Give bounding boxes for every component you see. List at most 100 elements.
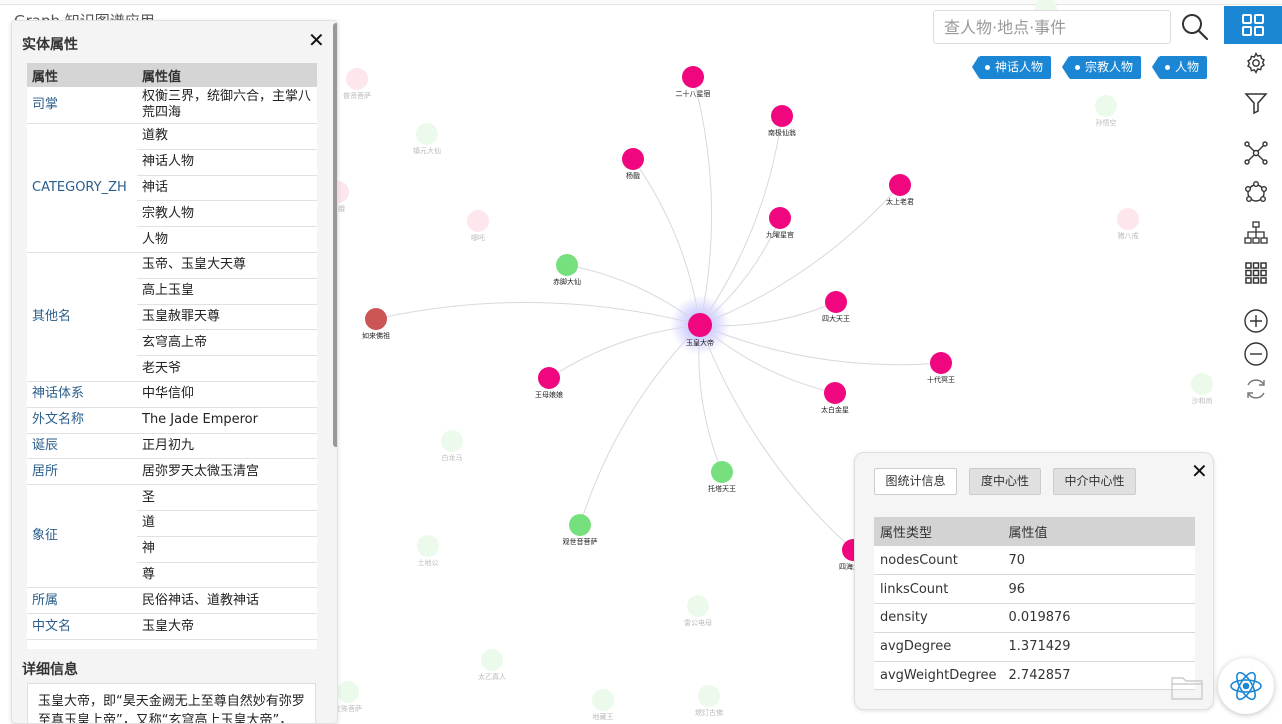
stats-value: 70 (1002, 546, 1195, 576)
table-row: 司掌权衡三界，统御六合，主掌八荒四海 (27, 87, 317, 124)
node-label: 十代冥王 (927, 375, 955, 384)
graph-edge (699, 115, 783, 326)
attr-panel-scrollbar[interactable] (333, 23, 337, 447)
stats-header-value: 属性值 (1002, 517, 1195, 546)
graph-node[interactable] (825, 291, 847, 313)
faded-node-label: 嫦娥 (331, 204, 345, 213)
settings-gear-icon[interactable] (1239, 48, 1273, 78)
graph-edge (699, 217, 781, 326)
faded-node-label: 哪吒 (471, 233, 485, 242)
network-layout-icon[interactable] (1239, 138, 1273, 168)
graph-node[interactable] (771, 105, 793, 127)
folder-icon[interactable] (1170, 672, 1204, 706)
stats-panel-close-icon[interactable]: ✕ (1191, 459, 1208, 483)
faded-node[interactable] (687, 595, 709, 617)
faded-node[interactable] (337, 681, 359, 703)
faded-node[interactable] (416, 123, 438, 145)
graph-node[interactable] (538, 367, 560, 389)
graph-node[interactable] (682, 66, 704, 88)
filter-icon[interactable] (1239, 88, 1273, 118)
grid-menu-icon[interactable] (1224, 6, 1282, 44)
table-row: 玉皇赦罪天尊 (27, 304, 317, 331)
attr-value: 神话 (137, 175, 317, 202)
attr-key: 司掌 (27, 87, 137, 124)
refresh-icon[interactable] (1239, 374, 1273, 404)
faded-node[interactable] (481, 649, 503, 671)
stats-value: 2.742857 (1002, 661, 1195, 691)
faded-node-label: 文殊菩萨 (334, 704, 362, 713)
faded-node-label: 镇元大仙 (413, 146, 441, 155)
attr-value: 权衡三界，统御六合，主掌八荒四海 (137, 87, 317, 124)
faded-node[interactable] (1095, 95, 1117, 117)
graph-node[interactable] (569, 514, 591, 536)
faded-node-label: 沙和尚 (1192, 396, 1213, 405)
attr-key: 神话体系 (27, 381, 137, 408)
attr-panel-close-icon[interactable]: ✕ (308, 28, 325, 52)
legend-tag-religion[interactable]: 宗教人物 (1061, 56, 1142, 79)
table-row: 中文名玉皇大帝 (27, 613, 317, 640)
graph-edge (632, 158, 701, 326)
attr-value: 正月初九 (137, 433, 317, 460)
graph-node[interactable] (930, 352, 952, 374)
zoom-out-icon[interactable] (1239, 339, 1273, 369)
attr-panel-title: 实体属性 (22, 37, 78, 53)
graph-node[interactable] (365, 308, 387, 330)
graph-edge (579, 324, 701, 526)
graph-node[interactable] (622, 148, 644, 170)
center-node[interactable] (688, 313, 712, 337)
stats-key: avgDegree (874, 632, 1003, 662)
graph-node[interactable] (556, 254, 578, 276)
attr-value: 玉帝、玉皇大天尊 (137, 252, 317, 279)
attr-key: 外文名称 (27, 407, 137, 434)
node-label: 托塔天王 (708, 484, 736, 493)
node-label: 二十八星宿 (676, 89, 711, 98)
faded-node[interactable] (1191, 373, 1213, 395)
stats-table-header: 属性类型 属性值 (874, 517, 1195, 546)
grid-layout-icon[interactable] (1239, 258, 1273, 288)
search-icon[interactable] (1180, 12, 1210, 42)
tree-layout-icon[interactable] (1239, 218, 1273, 248)
faded-node[interactable] (698, 685, 720, 707)
attr-table-header: 属性 属性值 (27, 63, 317, 87)
table-row: 神话体系中华信仰 (27, 381, 317, 408)
attr-value: 玉皇赦罪天尊 (137, 304, 317, 331)
faded-node-label: 地藏王 (593, 712, 614, 721)
faded-node[interactable] (592, 689, 614, 711)
faded-node[interactable] (467, 210, 489, 232)
stats-key: linksCount (874, 574, 1003, 605)
zoom-in-icon[interactable] (1239, 306, 1273, 336)
graph-edge (699, 184, 901, 326)
node-label: 赤脚大仙 (553, 277, 581, 286)
attr-key: CATEGORY_ZH (27, 123, 137, 253)
faded-node[interactable] (346, 68, 368, 90)
tab-degree-centrality[interactable]: 度中心性 (969, 468, 1041, 495)
stats-key: nodesCount (874, 546, 1003, 576)
node-label: 王母娘娘 (535, 390, 563, 399)
faded-node[interactable] (417, 535, 439, 557)
tab-betweenness-centrality[interactable]: 中介中心性 (1053, 468, 1136, 495)
detail-text[interactable]: 玉皇大帝，即“昊天金阙无上至尊自然妙有弥罗至真玉皇上帝”，又称“玄穹高上玉皇大帝… (27, 683, 316, 723)
attr-key: 所属 (27, 587, 137, 615)
legend-tag-mythology[interactable]: 神话人物 (971, 56, 1052, 79)
attr-key: 中文名 (27, 613, 137, 640)
stats-header-key: 属性类型 (874, 517, 1003, 546)
tab-graph-stats[interactable]: 图统计信息 (874, 468, 957, 495)
circle-layout-icon[interactable] (1239, 178, 1273, 208)
faded-node[interactable] (441, 430, 463, 452)
graph-node[interactable] (711, 461, 733, 483)
atom-icon[interactable] (1218, 658, 1274, 714)
legend-tag-person[interactable]: 人物 (1151, 56, 1208, 79)
faded-node[interactable] (1117, 208, 1139, 230)
graph-node[interactable] (889, 174, 911, 196)
graph-node[interactable] (824, 382, 846, 404)
graph-node[interactable] (769, 207, 791, 229)
search-input[interactable] (933, 10, 1171, 44)
table-row: 老天爷 (27, 355, 317, 382)
